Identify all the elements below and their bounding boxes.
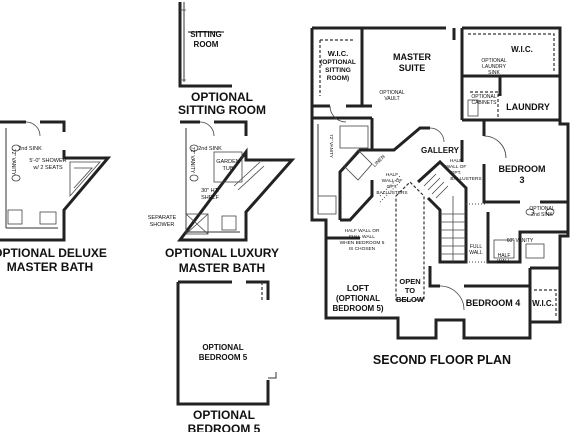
caption-deluxe-1: OPTIONAL DELUXE — [0, 246, 107, 260]
optional-luxury-bath-plan: 2nd SINK 72" VANITY GARDEN TUB 30" HT. S… — [148, 120, 296, 242]
open-to-below-label-1: OPEN — [399, 277, 420, 286]
wic-bottom-label: W.I.C. — [532, 299, 554, 308]
luxury-shelf-note-2: SHELF — [201, 195, 219, 201]
sitting-room-label-1: SITTING — [190, 30, 222, 39]
separate-shower-note-2: SHOWER — [150, 222, 175, 228]
bedroom3-label-1: BEDROOM — [499, 164, 546, 174]
luxury-shelf-note-1: 30" HT. — [201, 188, 219, 194]
master-suite-label-1: MASTER — [393, 52, 432, 62]
optional-2nd-sink-note-1: OPTIONAL — [529, 206, 555, 212]
caption-luxury-1: OPTIONAL LUXURY — [165, 246, 279, 260]
sitting-room-label-2: ROOM — [194, 40, 219, 49]
laundry-label: LAUNDRY — [506, 102, 550, 112]
half-or-full-wall-note-1: HALF WALL OR — [345, 228, 380, 234]
half-wall-opt-1-note-1: HALF — [450, 158, 462, 164]
optional-laundry-sink-note-2: LAUNDRY — [482, 64, 506, 70]
half-wall-opt-1-note-2: WALL OF — [446, 164, 467, 170]
half-wall-note-2: WALL — [497, 259, 511, 265]
optional-bedroom-5-plan: OPTIONAL BEDROOM 5 — [176, 280, 277, 406]
caption-second-floor: SECOND FLOOR PLAN — [373, 353, 511, 367]
wic-left-label-1: W.I.C. — [328, 49, 348, 58]
half-wall-opt-2-note-4: BALLUSTERS — [376, 190, 407, 196]
open-to-below-label-3: BELOW — [396, 295, 425, 304]
luxury-tub-note-2: TUB — [223, 166, 234, 172]
loft-label-1: LOFT — [347, 283, 370, 293]
optional-sitting-room-plan: SITTING ROOM — [178, 2, 232, 88]
wic-right-label: W.I.C. — [511, 45, 533, 54]
optional-laundry-sink-note-1: OPTIONAL — [481, 58, 507, 64]
luxury-2nd-sink-note: 2nd SINK — [198, 146, 222, 152]
optional-deluxe-bath-plan: 2nd SINK 72" VANITY 5'-0" SHOWER w/ 2 SE… — [0, 120, 112, 242]
luxury-tub-note-1: GARDEN — [216, 159, 240, 165]
caption-bed5-2: BEDROOM 5 — [188, 422, 261, 432]
caption-luxury-2: MASTER BATH — [179, 261, 265, 275]
linen-note: LINEN — [372, 154, 387, 169]
half-wall-opt-1-note-4: BALLUSTERS — [450, 176, 481, 182]
optional-vault-note-1: OPTIONAL — [379, 90, 405, 96]
half-wall-note-1: HALF — [498, 253, 511, 259]
bedroom3-label-2: 3 — [519, 175, 524, 185]
caption-bed5-1: OPTIONAL — [193, 408, 255, 422]
loft-label-2: (OPTIONAL — [336, 294, 380, 303]
optional-laundry-sink-note-3: SINK — [488, 70, 500, 76]
open-to-below-label-2: TO — [405, 286, 415, 295]
wic-left-label-4: ROOM) — [327, 75, 349, 82]
loft-label-3: BEDROOM 5) — [332, 304, 383, 313]
separate-shower-note-1: SEPARATE — [148, 215, 177, 221]
half-wall-opt-2-note-2: WALL OF — [382, 178, 403, 184]
half-or-full-wall-note-2: FULL WALL — [349, 234, 375, 240]
bedroom4-label: BEDROOM 4 — [466, 298, 521, 308]
wic-left-label-3: SITTING — [325, 67, 351, 74]
caption-optional-sitting-2: SITTING ROOM — [178, 103, 266, 117]
vanity-72-note: 72" VANITY — [329, 134, 334, 158]
half-wall-opt-2-note-1: HALF — [386, 172, 398, 178]
luxury-vanity-note: 72" VANITY — [189, 147, 195, 174]
full-wall-note-2: WALL — [469, 250, 483, 256]
full-wall-note-1: FULL — [470, 244, 482, 250]
optional-cabinets-note-1: OPTIONAL — [471, 94, 497, 100]
half-or-full-wall-note-3: WHEN BEDROOM 5 — [340, 240, 385, 246]
optional-cabinets-note-2: CABINETS — [471, 100, 497, 106]
caption-deluxe-2: MASTER BATH — [7, 260, 93, 274]
half-wall-opt-1-note-3: OPT. — [451, 170, 462, 176]
deluxe-shower-note-1: 5'-0" SHOWER — [29, 158, 66, 164]
gallery-label: GALLERY — [421, 146, 460, 155]
optional-bedroom5-label-1: OPTIONAL — [202, 343, 243, 352]
optional-vault-note-2: VAULT — [384, 96, 399, 102]
second-floor-plan — [310, 26, 570, 340]
deluxe-vanity-note: 72" VANITY — [10, 149, 16, 176]
wic-left-label-2: (OPTIONAL — [320, 59, 356, 66]
half-or-full-wall-note-4: IS CHOSEN — [349, 246, 376, 252]
optional-2nd-sink-note-2: 2nd SINK — [531, 212, 553, 218]
master-suite-label-2: SUITE — [399, 63, 426, 73]
second-floor-labels: W.I.C. (OPTIONAL SITTING ROOM) MASTER SU… — [320, 45, 555, 313]
caption-optional-sitting-1: OPTIONAL — [191, 90, 253, 104]
deluxe-shower-note-2: w/ 2 SEATS — [32, 165, 63, 171]
deluxe-2nd-sink-note: 2nd SINK — [18, 146, 42, 152]
half-wall-opt-2-note-3: OPT. — [387, 184, 398, 190]
vanity-60-note: 60" VANITY — [507, 238, 534, 244]
optional-bedroom5-label-2: BEDROOM 5 — [199, 353, 248, 362]
